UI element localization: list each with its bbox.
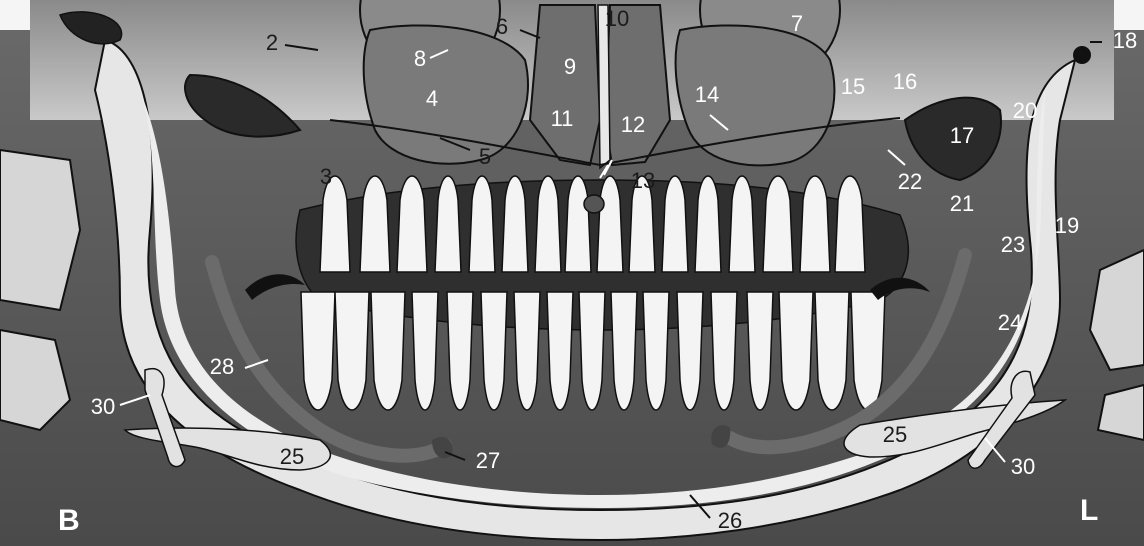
structure-label-26: 26 <box>718 508 742 533</box>
upper-tooth <box>800 176 830 272</box>
upper-tooth <box>835 176 865 272</box>
lower-tooth <box>611 292 637 410</box>
lower-tooth <box>643 292 669 410</box>
structure-label-10: 10 <box>605 6 629 31</box>
structure-label-15: 15 <box>841 74 865 99</box>
structure-label-13: 13 <box>631 168 655 193</box>
maxillary-sinus-left <box>364 25 528 163</box>
lower-tooth <box>514 292 540 410</box>
structure-label-6: 6 <box>496 14 508 39</box>
corner-label-right: L <box>1080 494 1098 527</box>
upper-tooth <box>469 176 495 272</box>
structure-label-30b: 30 <box>1011 454 1035 479</box>
structure-label-8: 8 <box>414 46 426 71</box>
lower-tooth <box>711 292 737 410</box>
structure-label-2: 2 <box>266 30 278 55</box>
lower-tooth <box>447 292 473 410</box>
structure-label-4: 4 <box>426 86 438 111</box>
structure-label-21: 21 <box>950 191 974 216</box>
upper-tooth <box>695 176 721 272</box>
lower-teeth <box>301 292 885 410</box>
lower-tooth <box>301 292 335 410</box>
structure-label-19: 19 <box>1055 213 1079 238</box>
structure-label-3: 3 <box>320 164 332 189</box>
corner-label-left: B <box>58 504 80 537</box>
lower-tooth <box>371 292 405 410</box>
structure-label-25b: 25 <box>883 422 907 447</box>
lower-tooth <box>579 292 605 410</box>
upper-tooth <box>360 176 390 272</box>
lower-tooth <box>412 292 438 410</box>
upper-tooth <box>397 176 427 272</box>
structure-label-23: 23 <box>1001 232 1025 257</box>
lower-tooth <box>815 292 849 410</box>
upper-tooth <box>763 176 793 272</box>
structure-label-24: 24 <box>998 310 1022 335</box>
structure-label-14: 14 <box>695 82 719 107</box>
structure-label-9: 9 <box>564 54 576 79</box>
structure-label-7: 7 <box>791 11 803 36</box>
structure-label-22: 22 <box>898 169 922 194</box>
structure-label-18: 18 <box>1113 28 1137 53</box>
structure-label-27: 27 <box>476 448 500 473</box>
upper-tooth <box>435 176 461 272</box>
structure-label-28: 28 <box>210 354 234 379</box>
upper-tooth <box>729 176 755 272</box>
lower-tooth <box>851 292 885 410</box>
lower-tooth <box>547 292 573 410</box>
structure-label-17: 17 <box>950 123 974 148</box>
structure-label-20: 20 <box>1013 98 1037 123</box>
upper-tooth <box>502 176 528 272</box>
lower-tooth <box>335 292 369 410</box>
lower-tooth <box>677 292 703 410</box>
upper-tooth <box>597 176 623 272</box>
structure-label-11: 11 <box>551 106 574 131</box>
lower-tooth <box>747 292 773 410</box>
upper-tooth <box>662 176 688 272</box>
structure-label-5: 5 <box>479 144 491 169</box>
lower-tooth <box>779 292 813 410</box>
upper-tooth <box>320 176 350 272</box>
upper-tooth <box>535 176 561 272</box>
structure-label-30: 30 <box>91 394 115 419</box>
structure-label-16: 16 <box>893 69 917 94</box>
lower-tooth <box>481 292 507 410</box>
incisive-foramen <box>584 195 604 213</box>
structure-label-25: 25 <box>280 444 304 469</box>
upper-tooth <box>565 176 591 272</box>
structure-label-12: 12 <box>621 112 645 137</box>
ear-marker-right <box>1073 46 1091 64</box>
